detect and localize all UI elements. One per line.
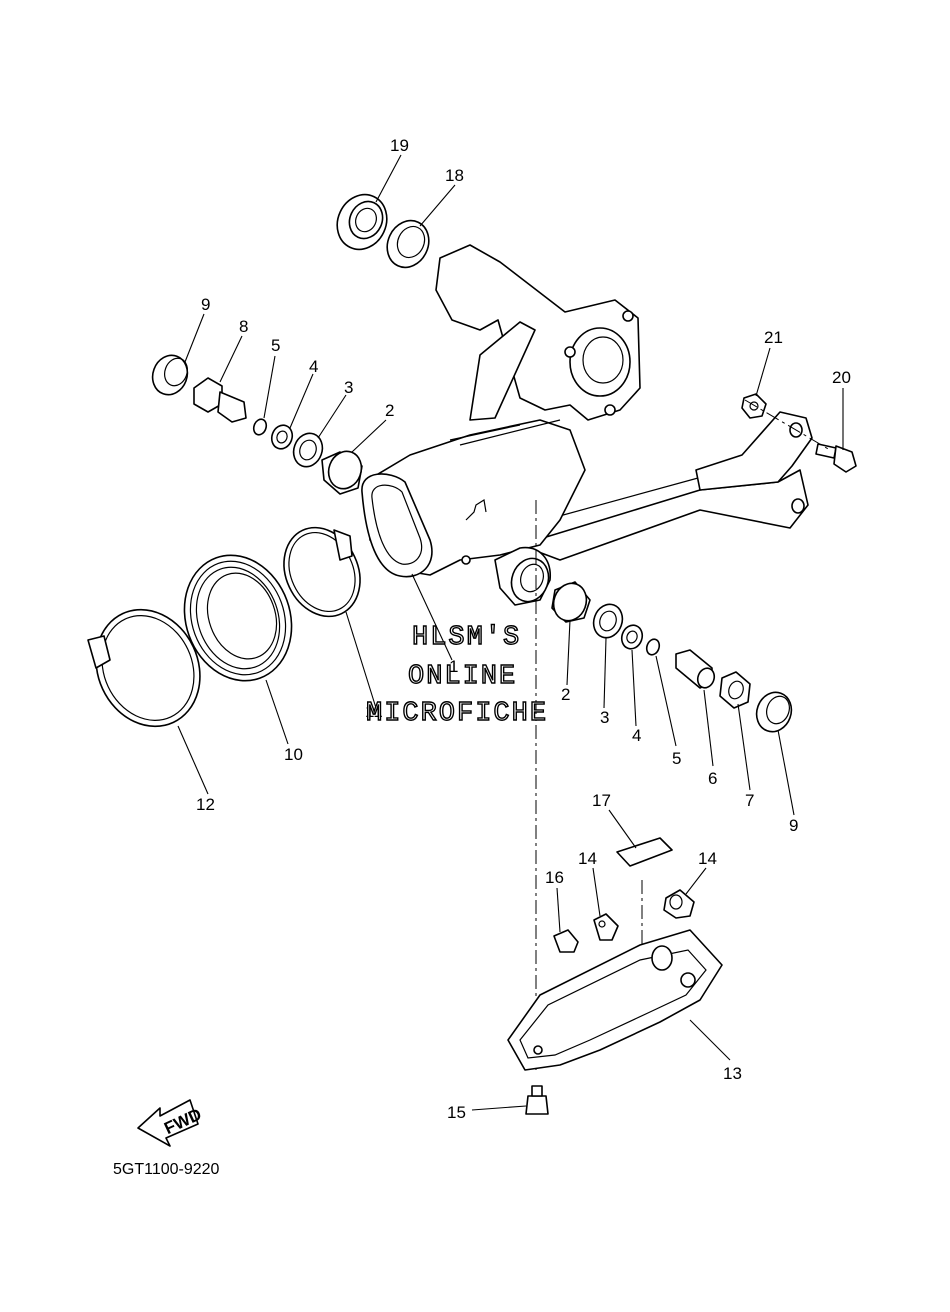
plug-9-right xyxy=(755,691,793,733)
screw-16 xyxy=(553,929,579,953)
o-ring-5-right xyxy=(645,638,661,656)
callout-16: 16 xyxy=(545,868,564,887)
nut-21 xyxy=(741,393,767,419)
callout-9-left: 9 xyxy=(201,295,210,314)
bearing-2-right xyxy=(551,581,591,623)
callout-11: 11 xyxy=(365,702,383,721)
callout-6: 6 xyxy=(708,769,717,788)
leader-lines xyxy=(177,154,844,1111)
callouts: 19 18 9 8 5 4 3 2 21 20 11 10 12 1 2 3 4… xyxy=(196,136,851,1122)
seal-3-left xyxy=(292,432,324,468)
bearing-18 xyxy=(386,219,430,269)
band-11 xyxy=(283,526,361,618)
callout-12: 12 xyxy=(196,795,215,814)
watermark-line-3: MICROFICHE xyxy=(366,699,548,729)
plug-9-left xyxy=(151,354,189,396)
clamp-12 xyxy=(87,608,201,728)
callout-10: 10 xyxy=(284,745,303,764)
seal-3-right xyxy=(592,603,624,639)
bolt-20 xyxy=(815,443,857,473)
callout-9-right: 9 xyxy=(789,816,798,835)
callout-4-right: 4 xyxy=(632,726,641,745)
callout-5-left: 5 xyxy=(271,336,280,355)
callout-14-right: 14 xyxy=(698,849,717,868)
watermark-line-1: HLSM'S xyxy=(412,623,521,653)
boot-10 xyxy=(183,554,293,682)
callout-19: 19 xyxy=(390,136,409,155)
swingarm-body xyxy=(361,244,813,606)
bearing-2-left xyxy=(321,450,363,495)
callout-20: 20 xyxy=(832,368,851,387)
callout-4-left: 4 xyxy=(309,357,318,376)
label-17 xyxy=(616,837,673,867)
watermark: HLSM'S ONLINE MICROFICHE xyxy=(365,622,548,729)
callout-14-left: 14 xyxy=(578,849,597,868)
alignment-line-3 xyxy=(744,399,831,451)
part-code: 5GT1100-9220 xyxy=(113,1161,220,1178)
callout-7: 7 xyxy=(745,791,754,810)
pivot-shaft-6 xyxy=(675,649,716,689)
bearing-19 xyxy=(336,193,388,251)
o-ring-5-left xyxy=(252,418,268,436)
callout-3-right: 3 xyxy=(600,708,609,727)
callout-3-left: 3 xyxy=(344,378,353,397)
callout-13: 13 xyxy=(723,1064,742,1083)
callout-2-left: 2 xyxy=(385,401,394,420)
callout-18: 18 xyxy=(445,166,464,185)
watermark-line-2: ONLINE xyxy=(408,662,517,692)
bolt-8 xyxy=(193,377,247,423)
fwd-arrow-icon: FWD xyxy=(137,1099,204,1147)
nut-7 xyxy=(719,671,751,709)
washer-4-right xyxy=(620,624,644,650)
callout-2-right: 2 xyxy=(561,685,570,704)
callout-17: 17 xyxy=(592,791,611,810)
guard-13 xyxy=(507,929,723,1071)
damper-14-left xyxy=(593,913,619,941)
damper-14-right xyxy=(663,889,695,919)
washer-4-left xyxy=(270,424,294,450)
callout-15: 15 xyxy=(447,1103,466,1122)
callout-8: 8 xyxy=(239,317,248,336)
callout-1: 1 xyxy=(449,657,458,676)
bolt-15 xyxy=(525,1085,549,1115)
callout-21: 21 xyxy=(764,328,783,347)
callout-5-right: 5 xyxy=(672,749,681,768)
